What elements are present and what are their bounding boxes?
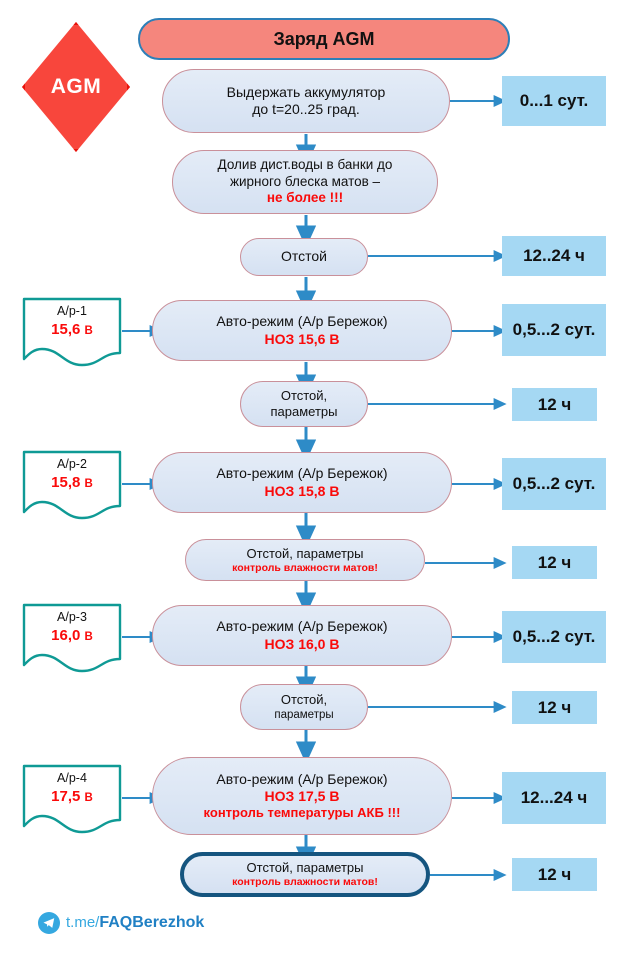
agm-diamond-badge: AGM — [22, 22, 130, 152]
note-voltage: 15,8 В — [51, 473, 93, 491]
step-alert: НОЗ 16,0 В — [264, 635, 340, 652]
process-settle-1: Отстой — [240, 238, 368, 276]
time-box-auto-mode-4: 12...24 ч — [502, 772, 606, 824]
process-settle-4: Отстой, параметры — [240, 684, 368, 730]
time-box-settle-final: 12 ч — [512, 858, 597, 891]
note-ap-4: А/р-4 17,5 В — [22, 764, 122, 834]
time-box-auto-mode-1: 0,5...2 сут. — [502, 304, 606, 356]
note-voltage: 15,6 В — [51, 320, 93, 338]
step-line-2: параметры — [274, 708, 334, 721]
process-settle-2: Отстой, параметры — [240, 381, 368, 427]
step-line-1: Отстой, — [280, 692, 328, 708]
process-auto-mode-1: Авто-режим (А/р Бережок) НОЗ 15,6 В — [152, 300, 452, 361]
process-add-water: Долив дист.воды в банки до жирного блеск… — [172, 150, 438, 214]
page-title: Заряд AGM — [138, 18, 510, 60]
note-ap-1: А/р-1 15,6 В — [22, 297, 122, 367]
time-box-hold-battery: 0...1 сут. — [502, 76, 606, 126]
note-label: А/р-1 — [57, 304, 87, 318]
step-alert: НОЗ 17,5 В — [264, 788, 340, 805]
note-label: А/р-3 — [57, 610, 87, 624]
note-content: А/р-4 17,5 В — [22, 770, 122, 807]
process-settle-final: Отстой, параметры контроль влажности мат… — [180, 852, 430, 897]
step-alert: контроль влажности матов! — [232, 876, 378, 889]
step-line-1: Отстой, — [280, 388, 328, 404]
process-auto-mode-3: Авто-режим (А/р Бережок) НОЗ 16,0 В — [152, 605, 452, 666]
step-line-2: параметры — [270, 404, 338, 419]
process-auto-mode-2: Авто-режим (А/р Бережок) НОЗ 15,8 В — [152, 452, 452, 513]
step-alert-2: контроль температуры АКБ !!! — [203, 805, 401, 821]
telegram-prefix: t.me/ — [66, 914, 100, 931]
step-line-1: Авто-режим (А/р Бережок) — [216, 618, 388, 635]
time-box-settle-3: 12 ч — [512, 546, 597, 579]
step-line-1: Авто-режим (А/р Бережок) — [216, 313, 388, 330]
step-alert: НОЗ 15,6 В — [264, 330, 340, 347]
note-voltage: 16,0 В — [51, 626, 93, 644]
step-alert: не более !!! — [266, 190, 344, 206]
step-alert: контроль влажности матов! — [232, 561, 378, 574]
telegram-handle[interactable]: t.me/FAQBerezhok — [66, 914, 204, 932]
step-line-1: Выдержать аккумулятор — [226, 83, 386, 100]
time-box-settle-4: 12 ч — [512, 691, 597, 724]
time-box-auto-mode-3: 0,5...2 сут. — [502, 611, 606, 663]
telegram-icon — [38, 912, 60, 934]
process-settle-3: Отстой, параметры контроль влажности мат… — [185, 539, 425, 581]
step-line-2: жирного блеска матов – — [229, 173, 381, 189]
step-line-1: Отстой, параметры — [246, 860, 364, 876]
agm-badge-label: AGM — [50, 75, 102, 98]
time-box-settle-2: 12 ч — [512, 388, 597, 421]
process-auto-mode-4: Авто-режим (А/р Бережок) НОЗ 17,5 В конт… — [152, 757, 452, 835]
telegram-footer[interactable]: t.me/FAQBerezhok — [38, 912, 204, 934]
step-line-1: Отстой, параметры — [246, 545, 364, 561]
time-box-settle-1: 12..24 ч — [502, 236, 606, 276]
step-line-1: Авто-режим (А/р Бережок) — [216, 770, 388, 787]
note-content: А/р-3 16,0 В — [22, 609, 122, 646]
step-alert: НОЗ 15,8 В — [264, 482, 340, 499]
note-label: А/р-4 — [57, 771, 87, 785]
note-ap-3: А/р-3 16,0 В — [22, 603, 122, 673]
step-line-1: Долив дист.воды в банки до — [217, 157, 393, 173]
note-content: А/р-1 15,6 В — [22, 303, 122, 340]
step-line-1: Отстой — [280, 248, 327, 265]
process-hold-battery: Выдержать аккумулятор до t=20..25 град. — [162, 69, 450, 133]
step-line-2: до t=20..25 град. — [252, 101, 360, 117]
note-ap-2: А/р-2 15,8 В — [22, 450, 122, 520]
note-label: А/р-2 — [57, 457, 87, 471]
note-content: А/р-2 15,8 В — [22, 456, 122, 493]
note-voltage: 17,5 В — [51, 787, 93, 805]
step-line-1: Авто-режим (А/р Бережок) — [216, 465, 388, 482]
time-box-auto-mode-2: 0,5...2 сут. — [502, 458, 606, 510]
telegram-channel: FAQBerezhok — [99, 914, 205, 931]
